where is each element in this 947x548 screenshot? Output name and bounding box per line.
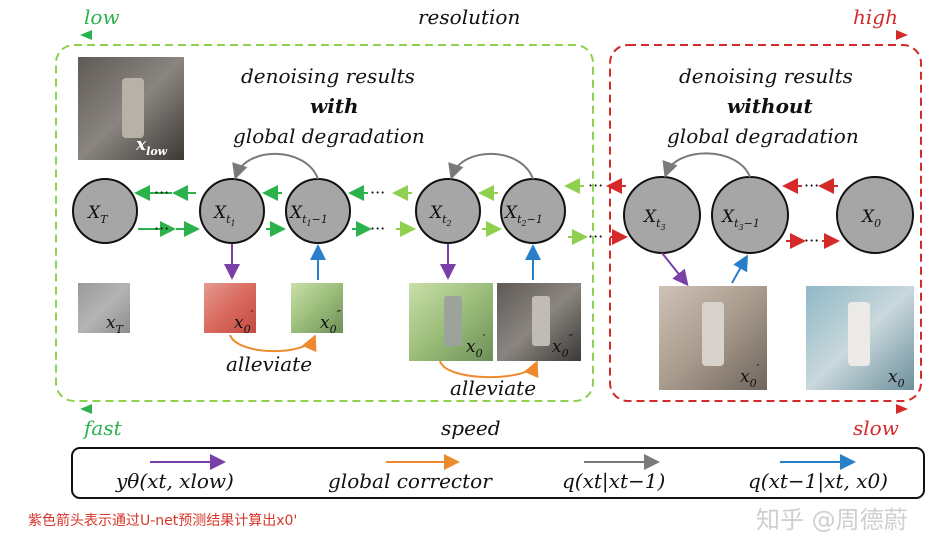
gray-curve-2 bbox=[448, 152, 534, 180]
left-caption-line3: global degradation bbox=[233, 124, 425, 148]
chinese-note: 紫色箭头表示通过U-net预测结果计算出x0' bbox=[28, 513, 298, 529]
red-image bbox=[204, 283, 256, 333]
slow-label: slow bbox=[853, 416, 899, 440]
right-caption-line1: denoising results bbox=[679, 64, 853, 88]
legend-box bbox=[71, 447, 925, 499]
node-xt3 bbox=[623, 176, 701, 254]
node-xt2-label: Xt2 bbox=[428, 203, 452, 228]
noise-image bbox=[78, 283, 130, 333]
thumb-xlow-label: xlow bbox=[135, 135, 168, 158]
node-xt1m1-label: Xt1−1 bbox=[288, 203, 328, 228]
alleviate-label-1: alleviate bbox=[226, 352, 313, 376]
right-caption-line3: global degradation bbox=[667, 124, 859, 148]
left-caption-line1: denoising results bbox=[241, 64, 415, 88]
ellipsis-6: ··· bbox=[588, 227, 603, 246]
thumb-x0p-2-label: x0′ bbox=[466, 332, 486, 360]
clean-image-2-detail bbox=[848, 302, 870, 366]
watermark: 知乎 @周德蔚 bbox=[756, 506, 908, 534]
legend-item-2: global corrector bbox=[328, 469, 492, 493]
node-xt2m1-label: Xt2−1 bbox=[503, 203, 543, 228]
right-caption-line2: without bbox=[727, 94, 813, 118]
high-label: high bbox=[853, 5, 898, 29]
legend-item-1: yθ(xt, xlow) bbox=[116, 469, 234, 493]
resolution-title: resolution bbox=[418, 5, 521, 29]
thumb-x0p-1-label: x0′ bbox=[234, 308, 254, 336]
ellipsis-4: ··· bbox=[370, 219, 385, 238]
gray-curve-3 bbox=[662, 152, 751, 178]
xlow-image-detail bbox=[122, 78, 144, 138]
legend-item-4: q(xt−1|xt, x0) bbox=[748, 469, 888, 493]
node-x0-label: X0 bbox=[860, 207, 881, 230]
low-label: low bbox=[84, 5, 120, 29]
thumb-x0-label: x0 bbox=[888, 367, 905, 390]
gray-curve-1 bbox=[232, 152, 319, 180]
ellipsis-8: ··· bbox=[804, 231, 819, 250]
thumb-x0pp-1-label: x0″ bbox=[320, 308, 342, 336]
thumb-xT-label: xT bbox=[106, 313, 125, 336]
ellipsis-1: ··· bbox=[154, 183, 169, 202]
node-xt1 bbox=[199, 178, 265, 244]
ellipsis-7: ··· bbox=[804, 176, 819, 195]
ellipsis-2: ··· bbox=[154, 219, 169, 238]
node-xt1-label: Xt1 bbox=[212, 203, 236, 228]
legend-item-3: q(xt|xt−1) bbox=[562, 469, 666, 493]
left-dashed-box bbox=[55, 44, 594, 402]
purple-arrow-3 bbox=[661, 252, 689, 287]
blue-arrow-3 bbox=[731, 254, 748, 284]
node-xT-label: XT bbox=[86, 203, 109, 226]
node-x0 bbox=[836, 176, 914, 254]
thumb-x0p-3-label: x0′ bbox=[740, 362, 760, 390]
thumb-x0pp-2-label: x0″ bbox=[552, 332, 574, 360]
right-dashed-box bbox=[609, 44, 922, 402]
node-xt2 bbox=[415, 178, 481, 244]
node-xt3-label: Xt3 bbox=[642, 207, 666, 232]
speed-arrow-right-head bbox=[896, 404, 908, 414]
alleviate-label-2: alleviate bbox=[450, 376, 537, 400]
ellipsis-3: ··· bbox=[370, 183, 385, 202]
gray-image-detail bbox=[532, 296, 550, 346]
ellipsis-5: ··· bbox=[588, 176, 603, 195]
orange-arc-2 bbox=[439, 360, 539, 379]
fast-label: fast bbox=[84, 416, 122, 440]
green-image bbox=[291, 283, 343, 333]
left-caption-line2: with bbox=[310, 94, 359, 118]
resolution-arrow-right-head bbox=[896, 30, 908, 40]
clean-image-1-detail bbox=[702, 302, 724, 366]
node-xt3m1-label: Xt3−1 bbox=[720, 207, 760, 232]
light-image-detail bbox=[444, 296, 462, 346]
resolution-arrow-left-head bbox=[80, 30, 92, 40]
orange-arc-1 bbox=[229, 334, 317, 353]
speed-title: speed bbox=[441, 416, 501, 440]
node-xT bbox=[72, 178, 138, 244]
speed-arrow-left-head bbox=[80, 404, 92, 414]
